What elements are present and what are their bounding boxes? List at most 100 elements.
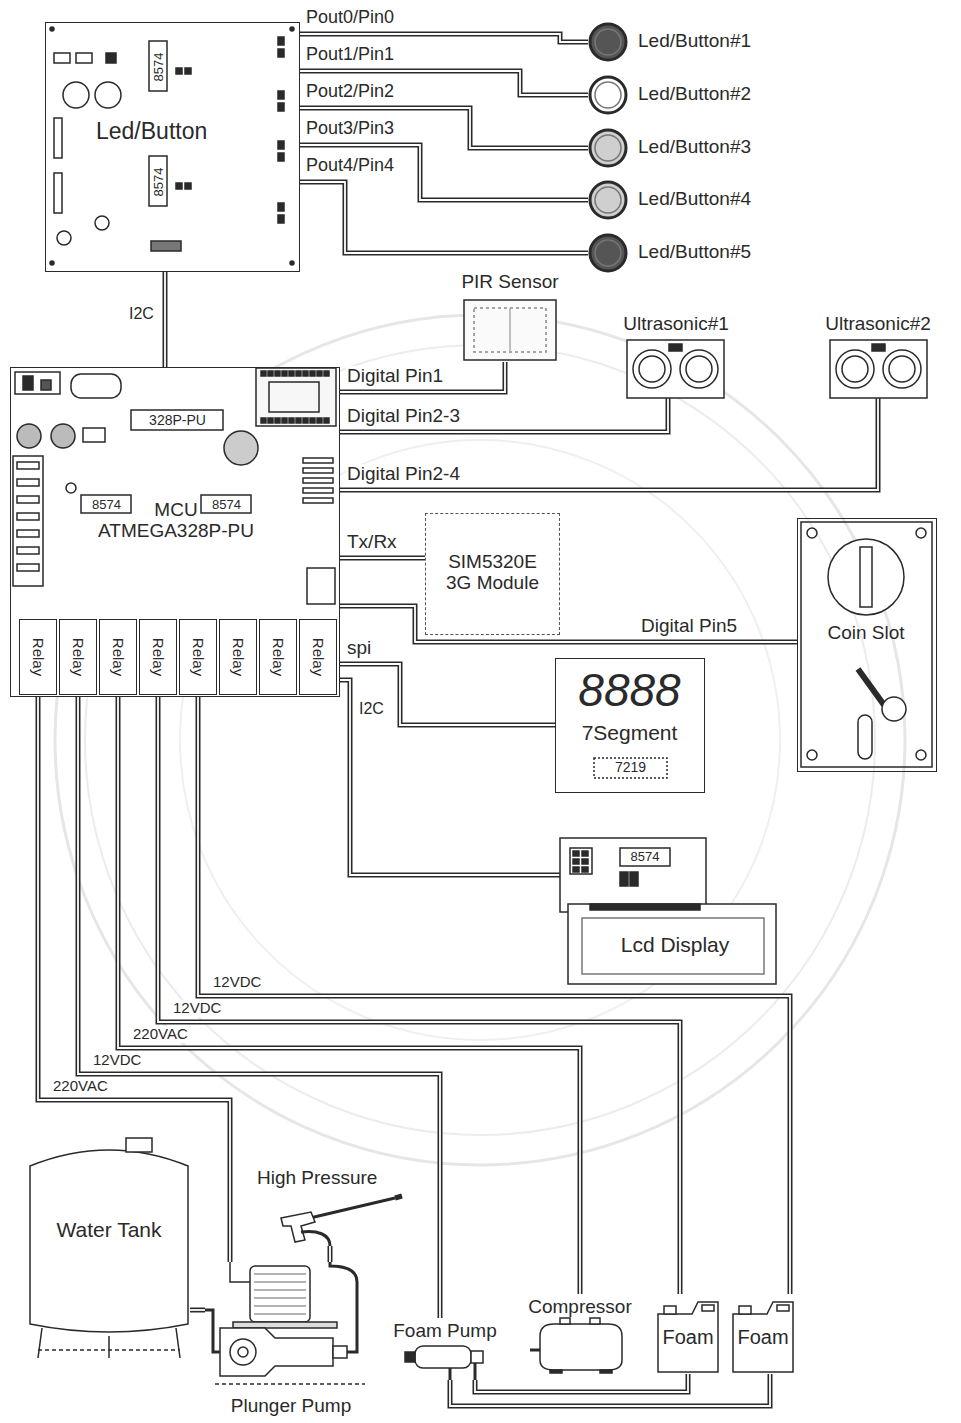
smd-part xyxy=(630,872,638,886)
led-button: Led/Button#1 xyxy=(588,22,778,62)
cooling-fin xyxy=(254,1282,306,1283)
pin-header xyxy=(303,458,333,463)
terminal-slot xyxy=(17,479,39,486)
transducer xyxy=(633,350,671,388)
signal-label: Digital Pin1 xyxy=(346,366,444,387)
signal-label: I2C xyxy=(358,700,385,718)
header-pin xyxy=(324,371,329,376)
mounting-hole xyxy=(57,231,71,245)
cooling-fin xyxy=(254,1290,306,1291)
smd-part xyxy=(106,53,116,63)
relay: Relay xyxy=(139,619,177,695)
ultrasonic-sensor: Ultrasonic#2 xyxy=(800,314,956,398)
resistor-array xyxy=(54,118,62,158)
relay: Relay xyxy=(299,619,337,695)
wire xyxy=(340,606,797,642)
pir-sensor: PIR Sensor xyxy=(452,272,568,362)
header-pin xyxy=(573,851,579,856)
cooling-fin xyxy=(254,1314,306,1315)
led-lens xyxy=(590,77,626,113)
button-name: Led/Button#3 xyxy=(638,137,751,158)
relay: Relay xyxy=(219,619,257,695)
header-pin xyxy=(275,371,280,376)
header-pin xyxy=(582,851,588,856)
chip-label: 7219 xyxy=(594,760,667,775)
wire xyxy=(340,558,425,559)
capacitor xyxy=(95,82,121,108)
lcd-module: Lcd Display xyxy=(560,838,776,985)
terminal-slot xyxy=(17,547,39,554)
tube xyxy=(474,1363,477,1380)
hose xyxy=(330,1262,357,1352)
wire xyxy=(300,182,588,253)
screw-terminal xyxy=(13,456,43,586)
wire-inner xyxy=(340,606,797,642)
ic-chip xyxy=(620,848,670,866)
lcd-adapter-board xyxy=(560,838,706,912)
pipe xyxy=(530,1349,540,1352)
signal-label: Pout2/Pin2 xyxy=(305,82,395,102)
smd-part xyxy=(185,68,191,74)
foot xyxy=(550,1370,562,1373)
header-pin xyxy=(582,859,588,864)
screw xyxy=(807,750,817,760)
smd-part xyxy=(620,872,628,886)
wire-inner xyxy=(340,664,555,725)
signal-label: I2C xyxy=(128,305,155,323)
transducer xyxy=(639,356,665,382)
wire xyxy=(190,1310,205,1311)
header-pin xyxy=(268,418,273,423)
relay: Relay xyxy=(179,619,217,695)
led-button: Led/Button#2 xyxy=(588,75,778,115)
can-handle xyxy=(702,1305,714,1311)
led-ring xyxy=(595,187,621,213)
motor-housing xyxy=(250,1266,310,1322)
wire xyxy=(340,398,878,490)
can-cap xyxy=(739,1306,751,1314)
wire-outer xyxy=(340,664,555,725)
return-lever xyxy=(858,669,884,705)
wire xyxy=(340,680,560,875)
crystal xyxy=(872,344,885,351)
wire-outer xyxy=(300,182,588,253)
signal-label: 12VDC xyxy=(92,1052,142,1069)
sensor-housing xyxy=(464,300,556,360)
foam-container: Foam xyxy=(652,1294,724,1374)
corner-mark xyxy=(290,261,294,265)
ic-chip xyxy=(201,495,251,513)
sensor-name: Ultrasonic#1 xyxy=(600,314,752,335)
pipe-stub xyxy=(560,1318,570,1324)
motor-cap xyxy=(405,1352,415,1362)
cooling-fin xyxy=(254,1298,306,1299)
signal-label: Digital Pin5 xyxy=(640,616,738,637)
water-tank: Water Tank xyxy=(28,1118,190,1360)
ultrasonic-sensor: Ultrasonic#1 xyxy=(596,314,756,398)
signal-label: Digital Pin2-3 xyxy=(346,406,461,427)
pump-motor xyxy=(415,1346,471,1368)
wire-outer xyxy=(190,1308,205,1313)
button-name: Led/Button#5 xyxy=(638,242,751,263)
wire xyxy=(450,1374,770,1406)
chip-label: 328P-PU xyxy=(148,413,207,428)
terminal-slot xyxy=(17,513,39,520)
wire-outer xyxy=(450,1374,770,1406)
smd-pad xyxy=(76,53,92,63)
wire-outer xyxy=(475,1374,688,1392)
driver-chip xyxy=(594,758,667,778)
foam-container: Foam xyxy=(727,1294,799,1374)
terminal-slot xyxy=(17,496,39,503)
coin-acceptor xyxy=(828,539,904,615)
part-name: Foam xyxy=(731,1326,795,1348)
wire-outer xyxy=(300,34,588,42)
header-pin xyxy=(278,49,284,57)
coin-slot: Coin Slot xyxy=(797,518,937,772)
header-pin xyxy=(278,141,284,149)
transducer xyxy=(686,356,712,382)
smd-part xyxy=(176,183,182,189)
corner-mark xyxy=(50,27,54,31)
relay-name: Relay xyxy=(30,638,47,676)
header-pin xyxy=(282,371,287,376)
relay-name: Relay xyxy=(110,638,127,676)
header-pin xyxy=(317,371,322,376)
capacitor xyxy=(51,424,75,448)
